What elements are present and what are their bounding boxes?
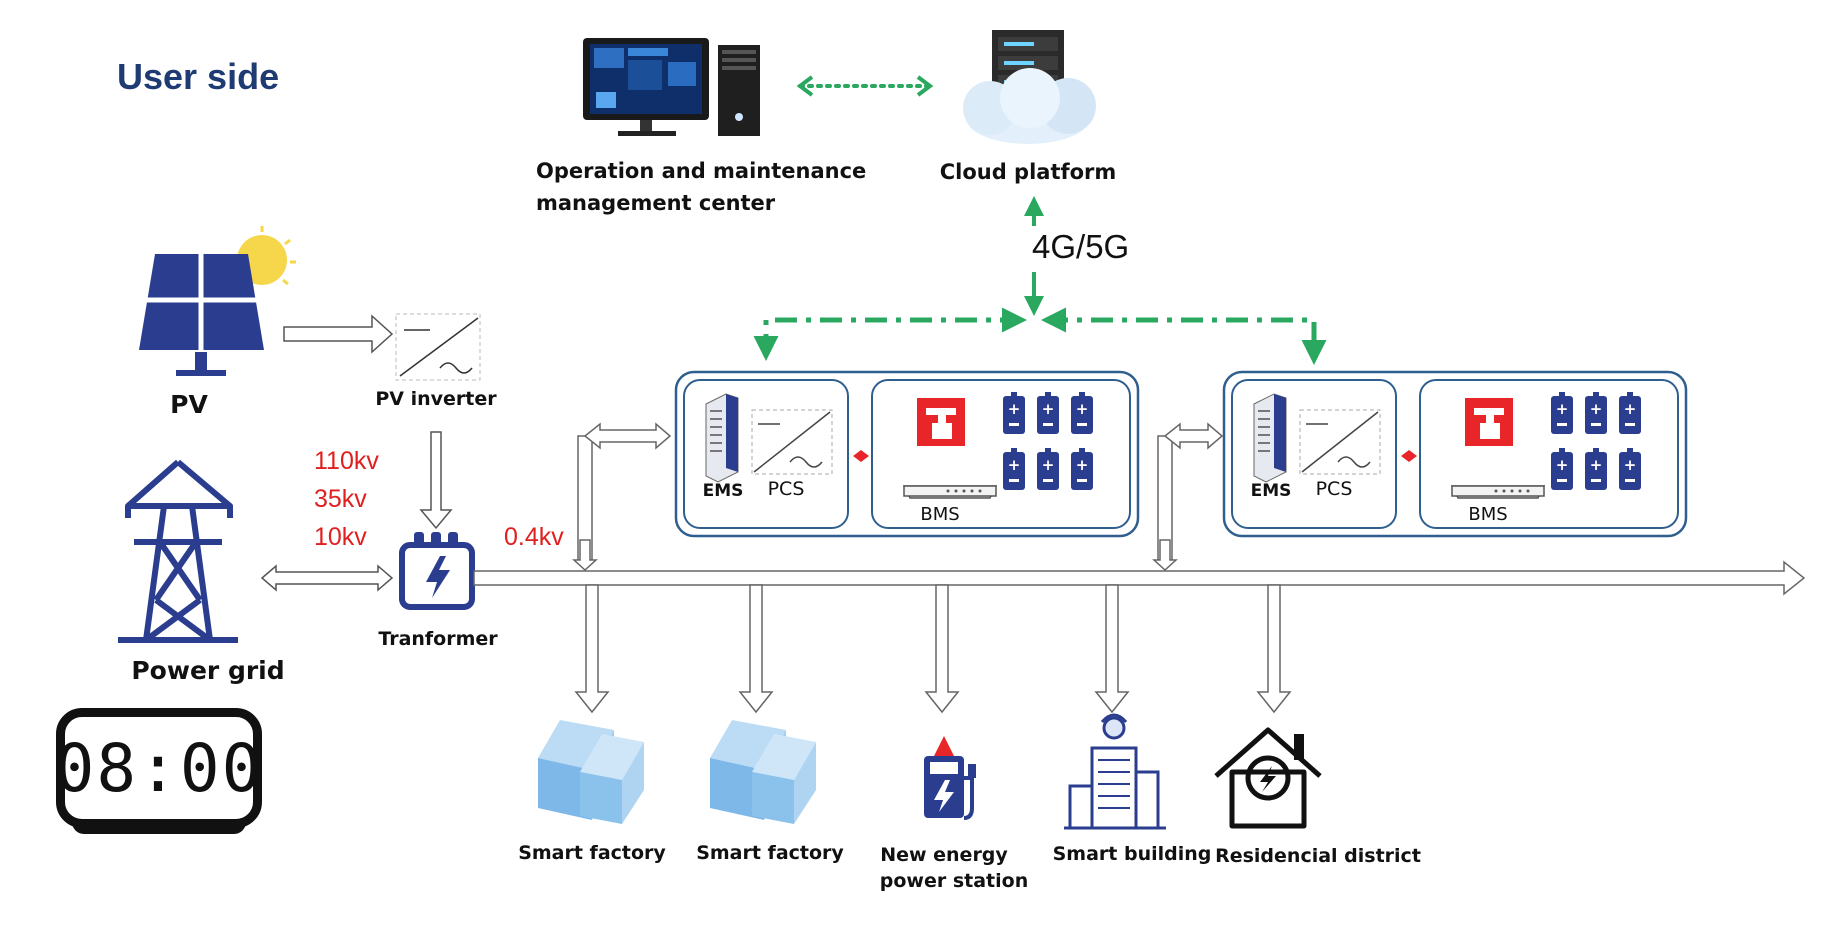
cloud-server-icon	[963, 30, 1096, 144]
load-feeders	[574, 584, 1292, 714]
pcs-label: PCS	[767, 478, 805, 500]
ems-label: EMS	[1250, 481, 1292, 501]
load-label-residential: Residencial district	[1215, 845, 1421, 867]
factory-icon	[710, 720, 816, 824]
network-label: 4G/5G	[1032, 228, 1130, 265]
residential-house-icon	[1214, 727, 1322, 829]
cloud-platform-label: Cloud platform	[939, 160, 1117, 184]
pv-inverter-icon	[395, 313, 481, 381]
storage2-bus-link	[1163, 422, 1224, 450]
storage-system-2	[1222, 370, 1688, 538]
voltage-high-1: 110kv	[314, 447, 379, 475]
digital-clock: 08:00	[54, 708, 264, 828]
inverter-to-transformer-arrow	[419, 431, 453, 530]
comm-link-left	[753, 307, 1027, 361]
load-label-smart-factory-1: Smart factory	[518, 842, 666, 864]
fire-suppression-icon	[917, 398, 965, 446]
om-center-label-line1: Operation and maintenance	[536, 159, 867, 183]
transformer-label: Tranformer	[378, 628, 498, 650]
fire-suppression-icon	[1465, 398, 1513, 446]
load-label-smart-factory-2: Smart factory	[696, 842, 844, 864]
voltage-high-2: 35kv	[314, 485, 367, 513]
clock-time: 08:00	[54, 729, 264, 807]
power-grid-label: Power grid	[131, 656, 285, 685]
bms-label: BMS	[920, 504, 960, 525]
bms-device-icon	[1450, 485, 1546, 499]
solar-panel-icon	[139, 226, 296, 376]
storage-system-1	[674, 370, 1140, 538]
page-title: User side	[117, 56, 280, 97]
voltage-high-3: 10kv	[314, 523, 367, 551]
load-label-new-energy-line2: power station	[879, 870, 1029, 892]
pcs-label: PCS	[1315, 478, 1353, 500]
clock-stand	[72, 822, 246, 834]
transmission-tower-icon	[118, 459, 238, 643]
transformer-icon	[399, 532, 475, 610]
charging-station-icon	[924, 736, 976, 820]
voltage-low: 0.4kv	[504, 523, 564, 551]
grid-transformer-arrow	[260, 564, 394, 592]
smart-building-icon	[1064, 713, 1166, 830]
ems-label: EMS	[702, 481, 744, 501]
pcs-icon	[1299, 409, 1381, 475]
ems-cabinet-icon	[1253, 393, 1287, 483]
comm-link-right	[1041, 307, 1327, 365]
pv-inverter-label: PV inverter	[375, 388, 497, 410]
load-label-smart-building: Smart building	[1052, 843, 1212, 865]
factory-icon	[538, 720, 644, 824]
bms-device-icon	[902, 485, 998, 499]
ems-cabinet-icon	[705, 393, 739, 483]
bms-label: BMS	[1468, 504, 1508, 525]
load-label-new-energy-line1: New energy	[880, 844, 1008, 866]
storage1-bus-link	[583, 422, 672, 450]
server-tower-icon	[718, 45, 760, 136]
monitor-icon	[583, 38, 709, 136]
pv-to-inverter-arrow	[283, 314, 394, 354]
pv-label: PV	[170, 390, 208, 419]
main-bus-arrow	[473, 560, 1806, 596]
pcs-icon	[751, 409, 833, 475]
om-center-label-line2: management center	[536, 191, 776, 215]
